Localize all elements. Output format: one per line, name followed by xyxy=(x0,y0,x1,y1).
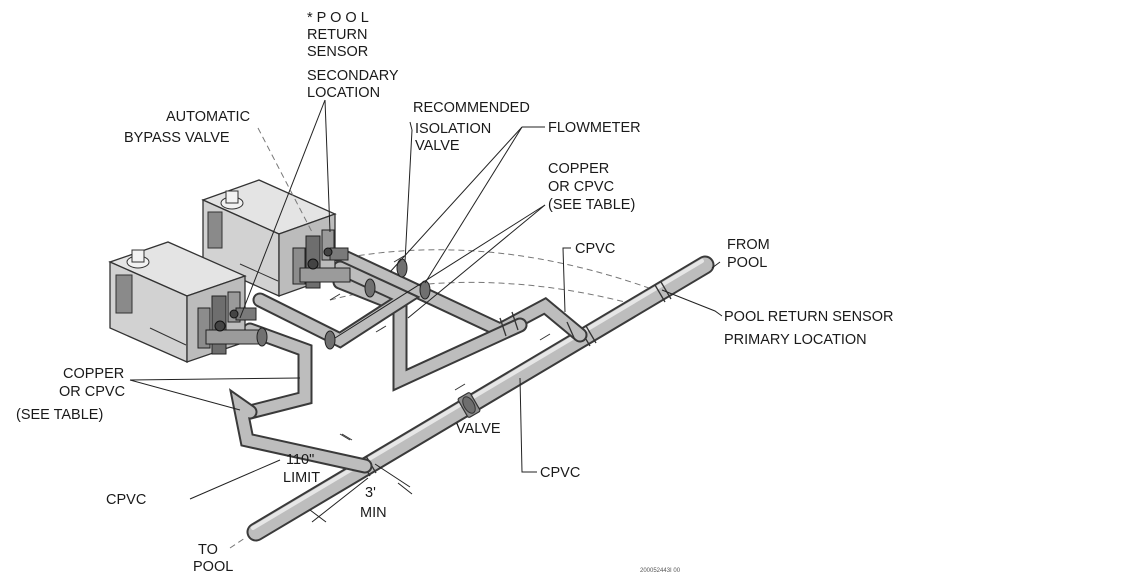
label-line: AUTOMATIC xyxy=(166,109,250,125)
label-pool-return-sensor-primary: POOL RETURN SENSOR PRIMARY LOCATION xyxy=(724,309,893,348)
label-automatic-bypass-valve: AUTOMATIC BYPASS VALVE xyxy=(124,109,250,146)
label-line: (SEE TABLE) xyxy=(16,407,103,423)
leader-lines xyxy=(129,99,723,549)
label-line: MIN xyxy=(360,505,387,521)
label-flowmeter: FLOWMETER xyxy=(548,120,641,136)
label-line: POOL RETURN SENSOR xyxy=(724,309,893,325)
label-line: VALVE xyxy=(415,138,460,154)
label-line: FROM xyxy=(727,237,770,253)
label-cpvc-top: CPVC xyxy=(575,241,615,257)
main-line-valve xyxy=(457,392,481,418)
label-line: SECONDARY xyxy=(307,68,399,84)
label-line: OR CPVC xyxy=(59,384,125,400)
label-110-limit: 110" LIMIT xyxy=(283,452,320,486)
label-line: 3' xyxy=(365,485,376,501)
drawing-number: 200052443I 00 xyxy=(640,568,681,574)
dashed-reference-arcs xyxy=(299,249,661,307)
label-copper-or-cpvc-right: COPPER OR CPVC (SEE TABLE) xyxy=(548,161,635,213)
label-copper-or-cpvc-left: COPPER OR CPVC (SEE TABLE) xyxy=(16,366,125,423)
label-line: PRIMARY LOCATION xyxy=(724,332,867,348)
cpvc-main-line xyxy=(246,255,715,542)
label-line: POOL xyxy=(727,255,767,271)
label-line: LOCATION xyxy=(307,85,380,101)
label-from-pool: FROM POOL xyxy=(727,237,770,271)
label-line: ISOLATION xyxy=(415,121,491,137)
label-valve: VALVE xyxy=(456,421,501,437)
label-pool-return-sensor-secondary: * P O O L RETURN SENSOR SECONDARY LOCATI… xyxy=(307,10,399,101)
label-line: RETURN xyxy=(307,27,367,43)
label-line: COPPER xyxy=(548,161,609,177)
label-line: * P O O L xyxy=(307,10,369,26)
label-line: (SEE TABLE) xyxy=(548,197,635,213)
isolation-valves xyxy=(324,258,431,350)
label-line: RECOMMENDED xyxy=(413,100,530,116)
flow-arrows xyxy=(329,255,551,441)
label-line: TO xyxy=(198,542,218,558)
label-line: SENSOR xyxy=(307,44,368,60)
label-cpvc-bottom-right: CPVC xyxy=(540,465,580,481)
label-to-pool: TO POOL xyxy=(193,542,233,575)
label-line: POOL xyxy=(193,559,233,575)
heater-rear-fittings xyxy=(292,229,351,289)
label-line: BYPASS VALVE xyxy=(124,130,230,146)
label-3-min: 3' MIN xyxy=(360,485,387,521)
label-line: OR CPVC xyxy=(548,179,614,195)
label-line: COPPER xyxy=(63,366,124,382)
label-cpvc-bottom-left: CPVC xyxy=(106,492,146,508)
label-line: LIMIT xyxy=(283,470,320,486)
heater-front-fittings xyxy=(197,291,268,355)
label-recommended-isolation-valve: RECOMMENDED ISOLATION VALVE xyxy=(413,100,530,154)
label-line: 110" xyxy=(286,452,314,468)
